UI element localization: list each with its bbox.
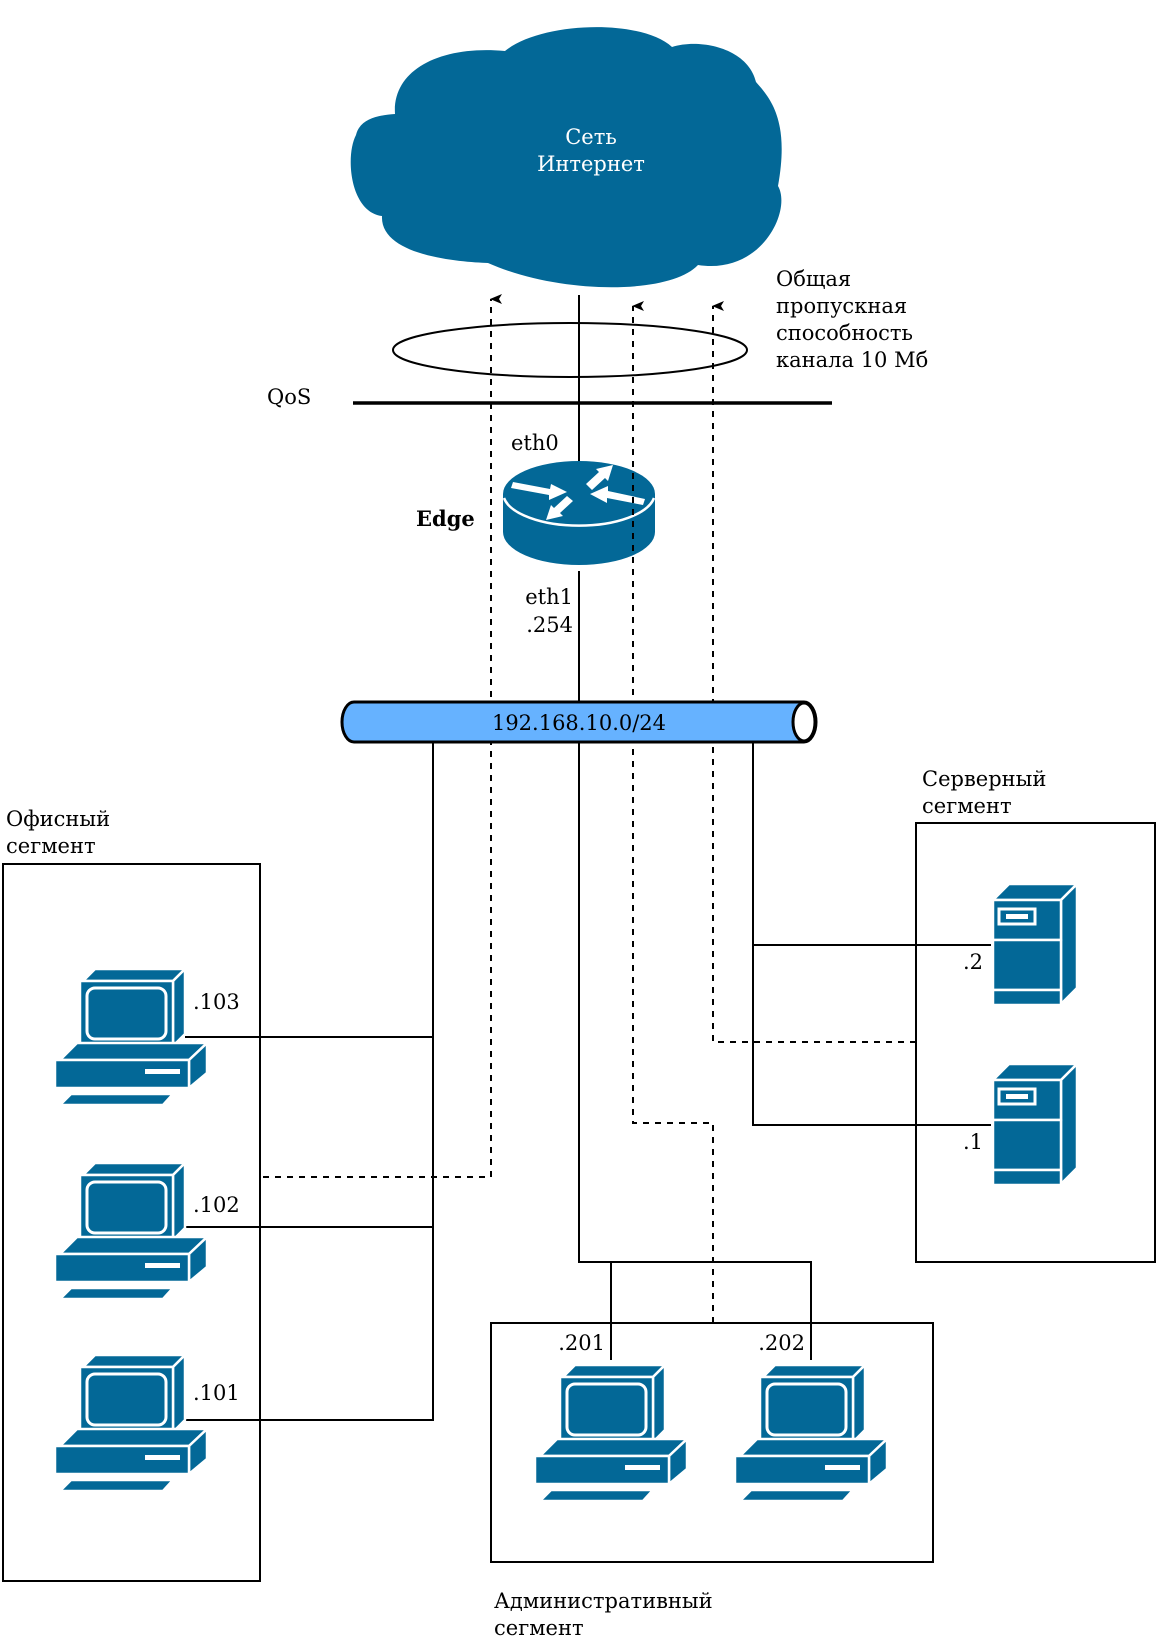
server-icon bbox=[993, 1064, 1077, 1185]
edge-router: Edge bbox=[416, 461, 656, 565]
bandwidth-note-line3: способность bbox=[776, 321, 913, 345]
admin-segment-box bbox=[490, 1322, 934, 1563]
office-pc-102: .102 bbox=[55, 1162, 240, 1299]
server-icon bbox=[993, 884, 1077, 1005]
office-segment-title-line2: сегмент bbox=[6, 834, 96, 858]
server-segment-title-line2: сегмент bbox=[922, 794, 1012, 818]
office-trunk-wire bbox=[185, 742, 434, 1421]
office-segment-title-line1: Офисный bbox=[6, 807, 110, 831]
server-2: .2 bbox=[963, 884, 1077, 1005]
server-1-address: .1 bbox=[963, 1130, 983, 1154]
office-segment: Офисный сегмент .103 .102 .101 bbox=[2, 807, 261, 1582]
server-segment-box bbox=[915, 822, 1156, 1263]
traffic-path-admin bbox=[632, 301, 714, 1323]
server-segment-title-line1: Серверный bbox=[922, 767, 1046, 791]
pc-icon bbox=[735, 1364, 887, 1501]
router-eth0-label: eth0 bbox=[511, 431, 559, 455]
server-2-address: .2 bbox=[963, 950, 983, 974]
bandwidth-ellipse bbox=[392, 322, 748, 378]
office-segment-box bbox=[2, 863, 261, 1582]
server-segment: Серверный сегмент .2 .1 bbox=[915, 767, 1156, 1263]
router-eth1-label: eth1 bbox=[525, 585, 573, 609]
traffic-path-server bbox=[712, 301, 916, 1043]
traffic-path-office bbox=[263, 294, 502, 1178]
admin-pc-202-address: .202 bbox=[758, 1331, 805, 1355]
office-pc-101: .101 bbox=[55, 1354, 240, 1491]
router-name-label: Edge bbox=[416, 506, 475, 531]
server-1: .1 bbox=[963, 1064, 1077, 1185]
admin-pc-201: .201 bbox=[535, 1331, 687, 1501]
office-pc-103: .103 bbox=[55, 968, 240, 1105]
lan-bus: 192.168.10.0/24 bbox=[340, 700, 818, 744]
internet-label-line1: Сеть bbox=[565, 125, 617, 149]
pc-icon bbox=[55, 1162, 207, 1299]
admin-pc-201-address: .201 bbox=[558, 1331, 605, 1355]
pc-icon bbox=[535, 1364, 687, 1501]
cloud-icon bbox=[350, 27, 782, 288]
internet-label-line2: Интернет bbox=[537, 152, 645, 176]
office-pc-101-address: .101 bbox=[193, 1381, 240, 1405]
office-pc-102-address: .102 bbox=[193, 1193, 240, 1217]
router-lan-address: .254 bbox=[526, 613, 573, 637]
admin-trunk-wire bbox=[578, 742, 812, 1360]
bandwidth-note-line2: пропускная bbox=[776, 294, 907, 318]
pc-icon bbox=[55, 968, 207, 1105]
admin-pc-202: .202 bbox=[735, 1331, 887, 1501]
internet-cloud: Сеть Интернет bbox=[350, 27, 782, 288]
admin-segment-title-line2: сегмент bbox=[494, 1616, 584, 1640]
bandwidth-note-line4: канала 10 Мб bbox=[776, 348, 928, 372]
server-trunk-wire bbox=[752, 742, 991, 1126]
bandwidth-note-line1: Общая bbox=[776, 267, 851, 291]
admin-segment: Административный сегмент .201 .202 bbox=[490, 1322, 934, 1640]
bus-subnet-label: 192.168.10.0/24 bbox=[492, 711, 666, 735]
bandwidth-note: Общая пропускная способность канала 10 М… bbox=[776, 267, 928, 372]
router-icon bbox=[502, 461, 656, 565]
admin-segment-title-line1: Административный bbox=[494, 1589, 713, 1613]
qos-label: QoS bbox=[267, 385, 311, 409]
pc-icon bbox=[55, 1354, 207, 1491]
office-pc-103-address: .103 bbox=[193, 990, 240, 1014]
